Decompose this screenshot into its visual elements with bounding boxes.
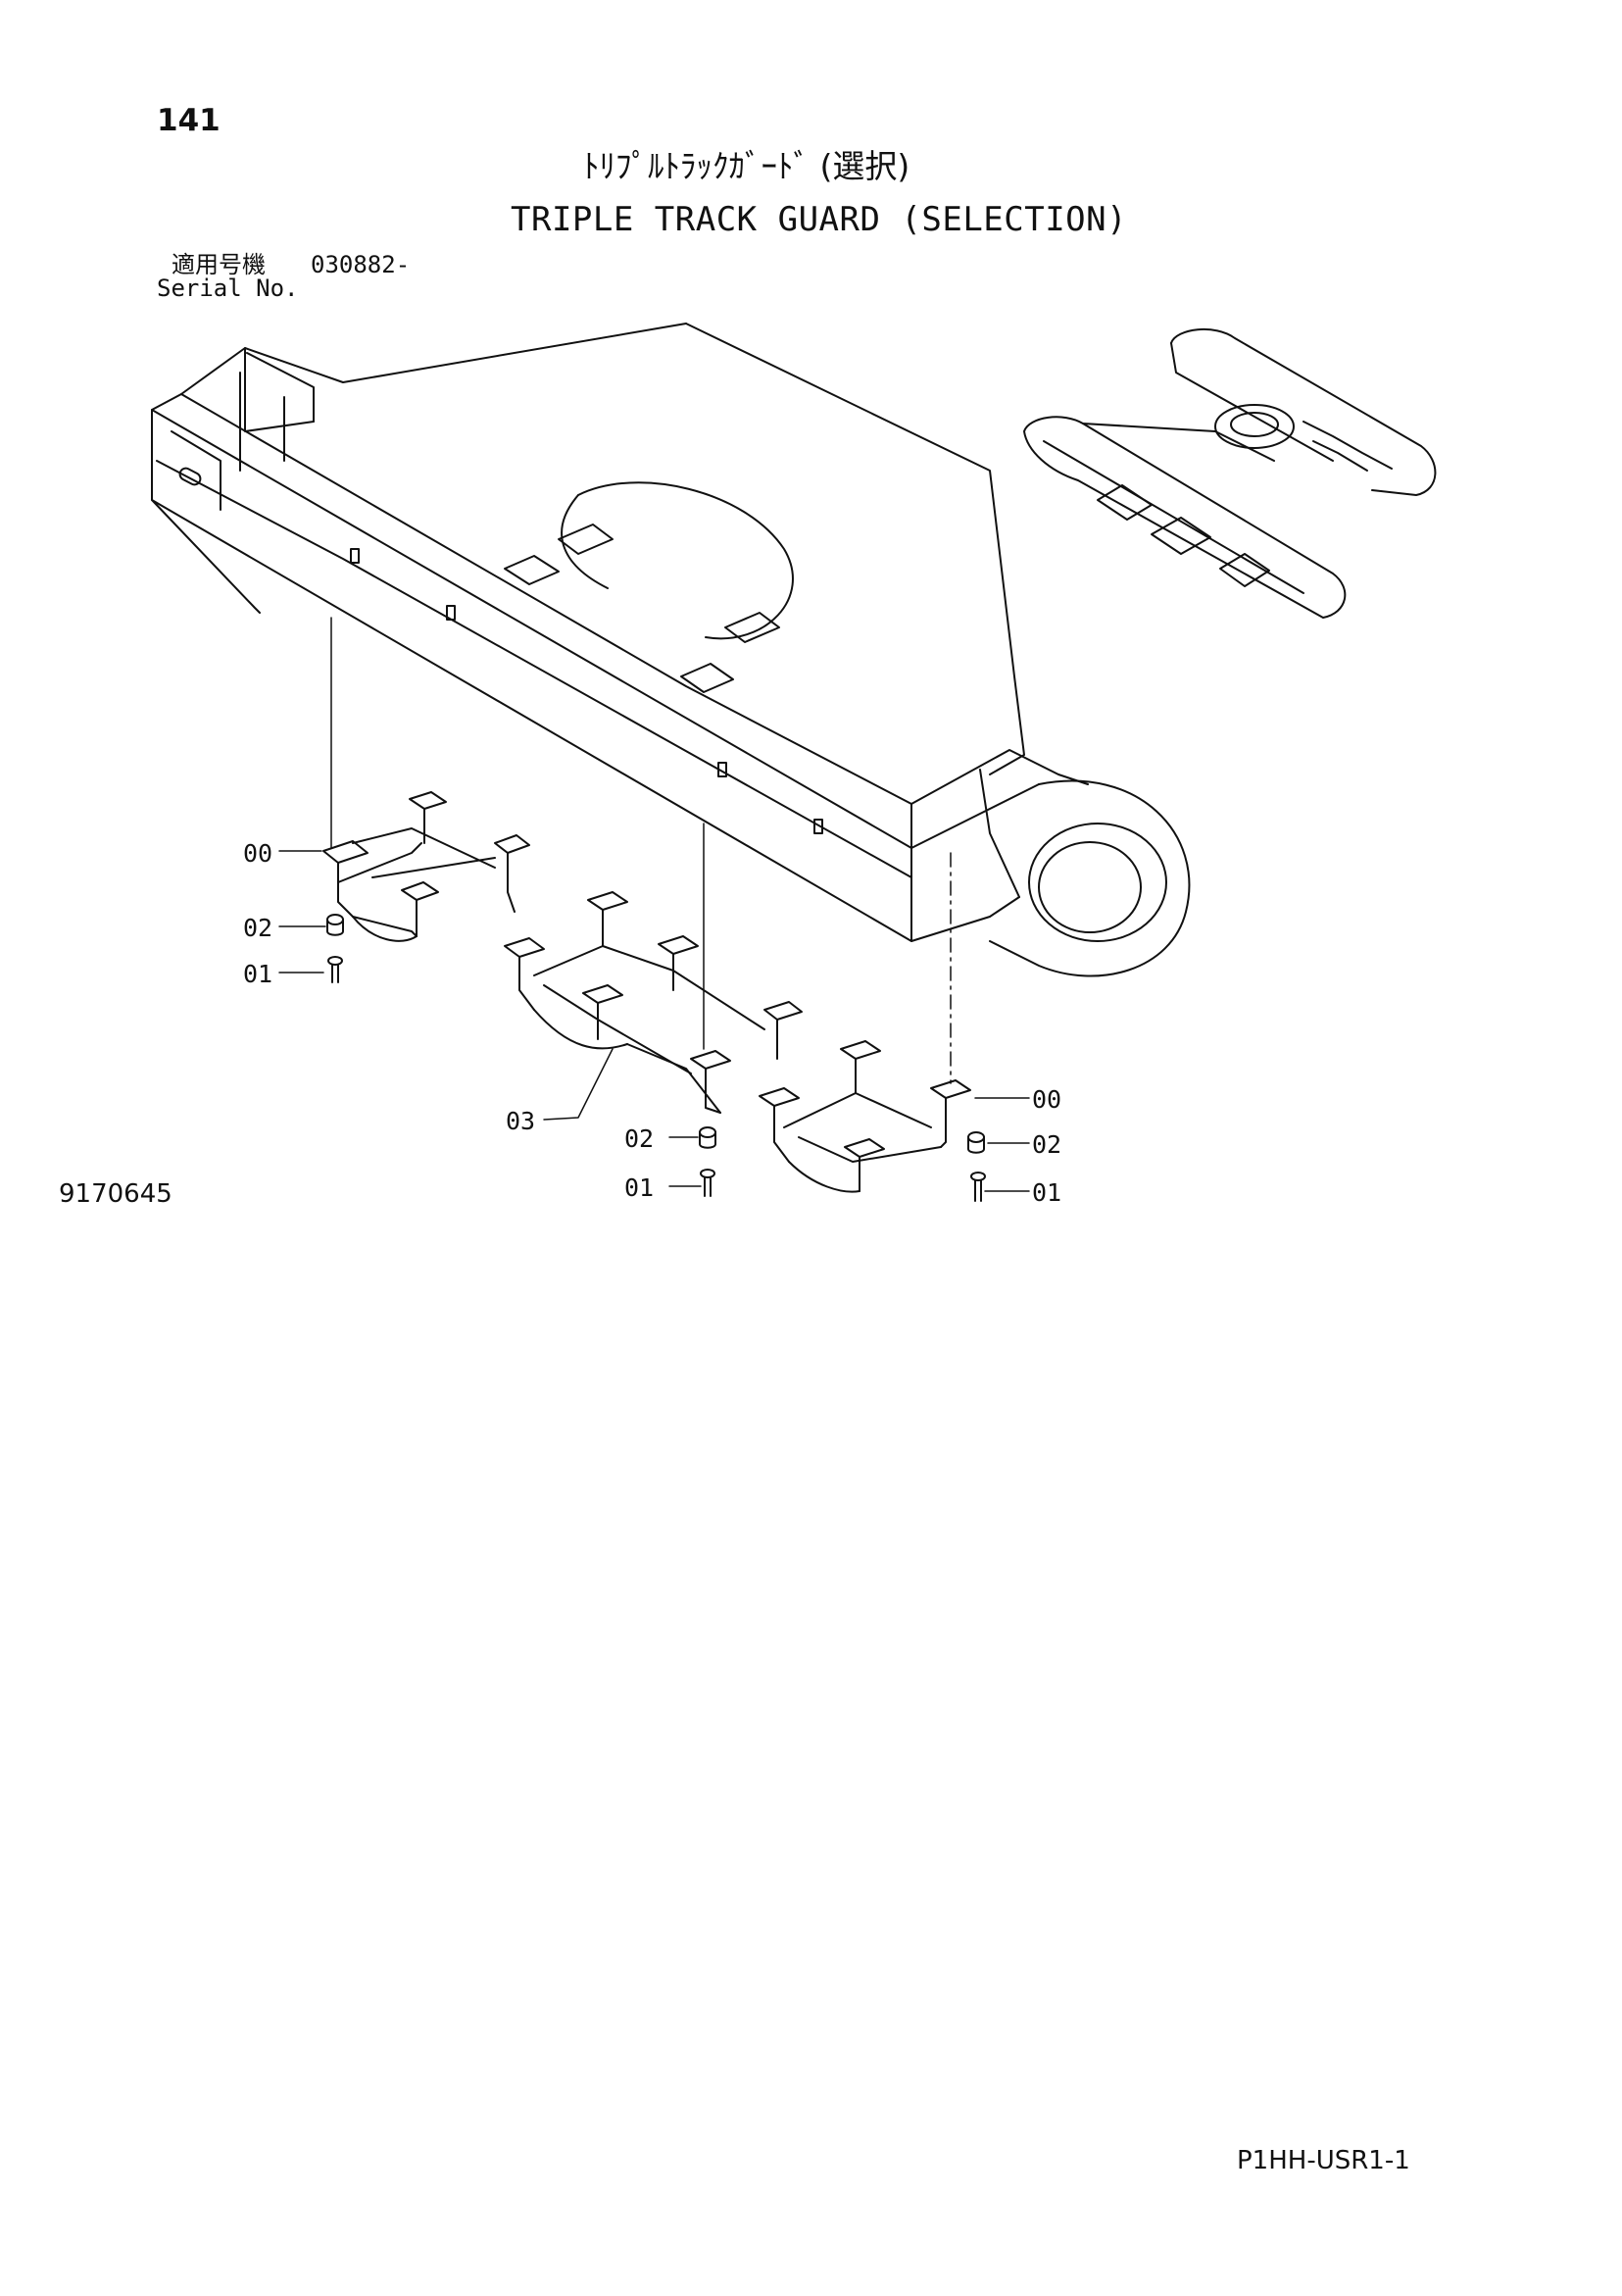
callout-01-left: 01 — [243, 960, 272, 988]
callout-02-left: 02 — [243, 914, 272, 942]
title-japanese: ﾄﾘﾌﾟﾙﾄﾗｯｸｶﾞｰﾄﾞ (選択) — [583, 147, 910, 185]
page-number: 141 — [157, 103, 221, 138]
track-guard-right — [759, 1040, 971, 1193]
callout-01-center: 01 — [624, 1173, 654, 1202]
track-guard-left — [322, 791, 530, 942]
callout-02-right: 02 — [1032, 1130, 1061, 1159]
leader-lines — [278, 850, 1030, 1192]
callout-03-center: 03 — [506, 1107, 535, 1135]
callout-00-left: 00 — [243, 839, 272, 868]
bolts-and-spacers — [326, 914, 986, 1202]
track-frame — [151, 323, 1191, 977]
serial-number: 030882- — [311, 251, 411, 278]
title-english: TRIPLE TRACK GUARD (SELECTION) — [511, 200, 1128, 239]
mounting-lines — [330, 617, 952, 1084]
part-callout-labels: 00 02 01 03 02 01 00 02 01 — [243, 839, 1061, 1207]
undercarriage-inset — [1023, 327, 1437, 619]
callout-01-right: 01 — [1032, 1178, 1061, 1207]
track-guard-center — [504, 891, 803, 1114]
serial-label-english: Serial No. — [157, 275, 299, 302]
footer-code: P1HH-USR1-1 — [1237, 2146, 1410, 2175]
callout-00-right: 00 — [1032, 1085, 1061, 1114]
callout-02-center: 02 — [624, 1124, 654, 1153]
serial-label-japanese: 適用号機 — [172, 251, 266, 278]
figure-id: 9170645 — [59, 1179, 172, 1209]
